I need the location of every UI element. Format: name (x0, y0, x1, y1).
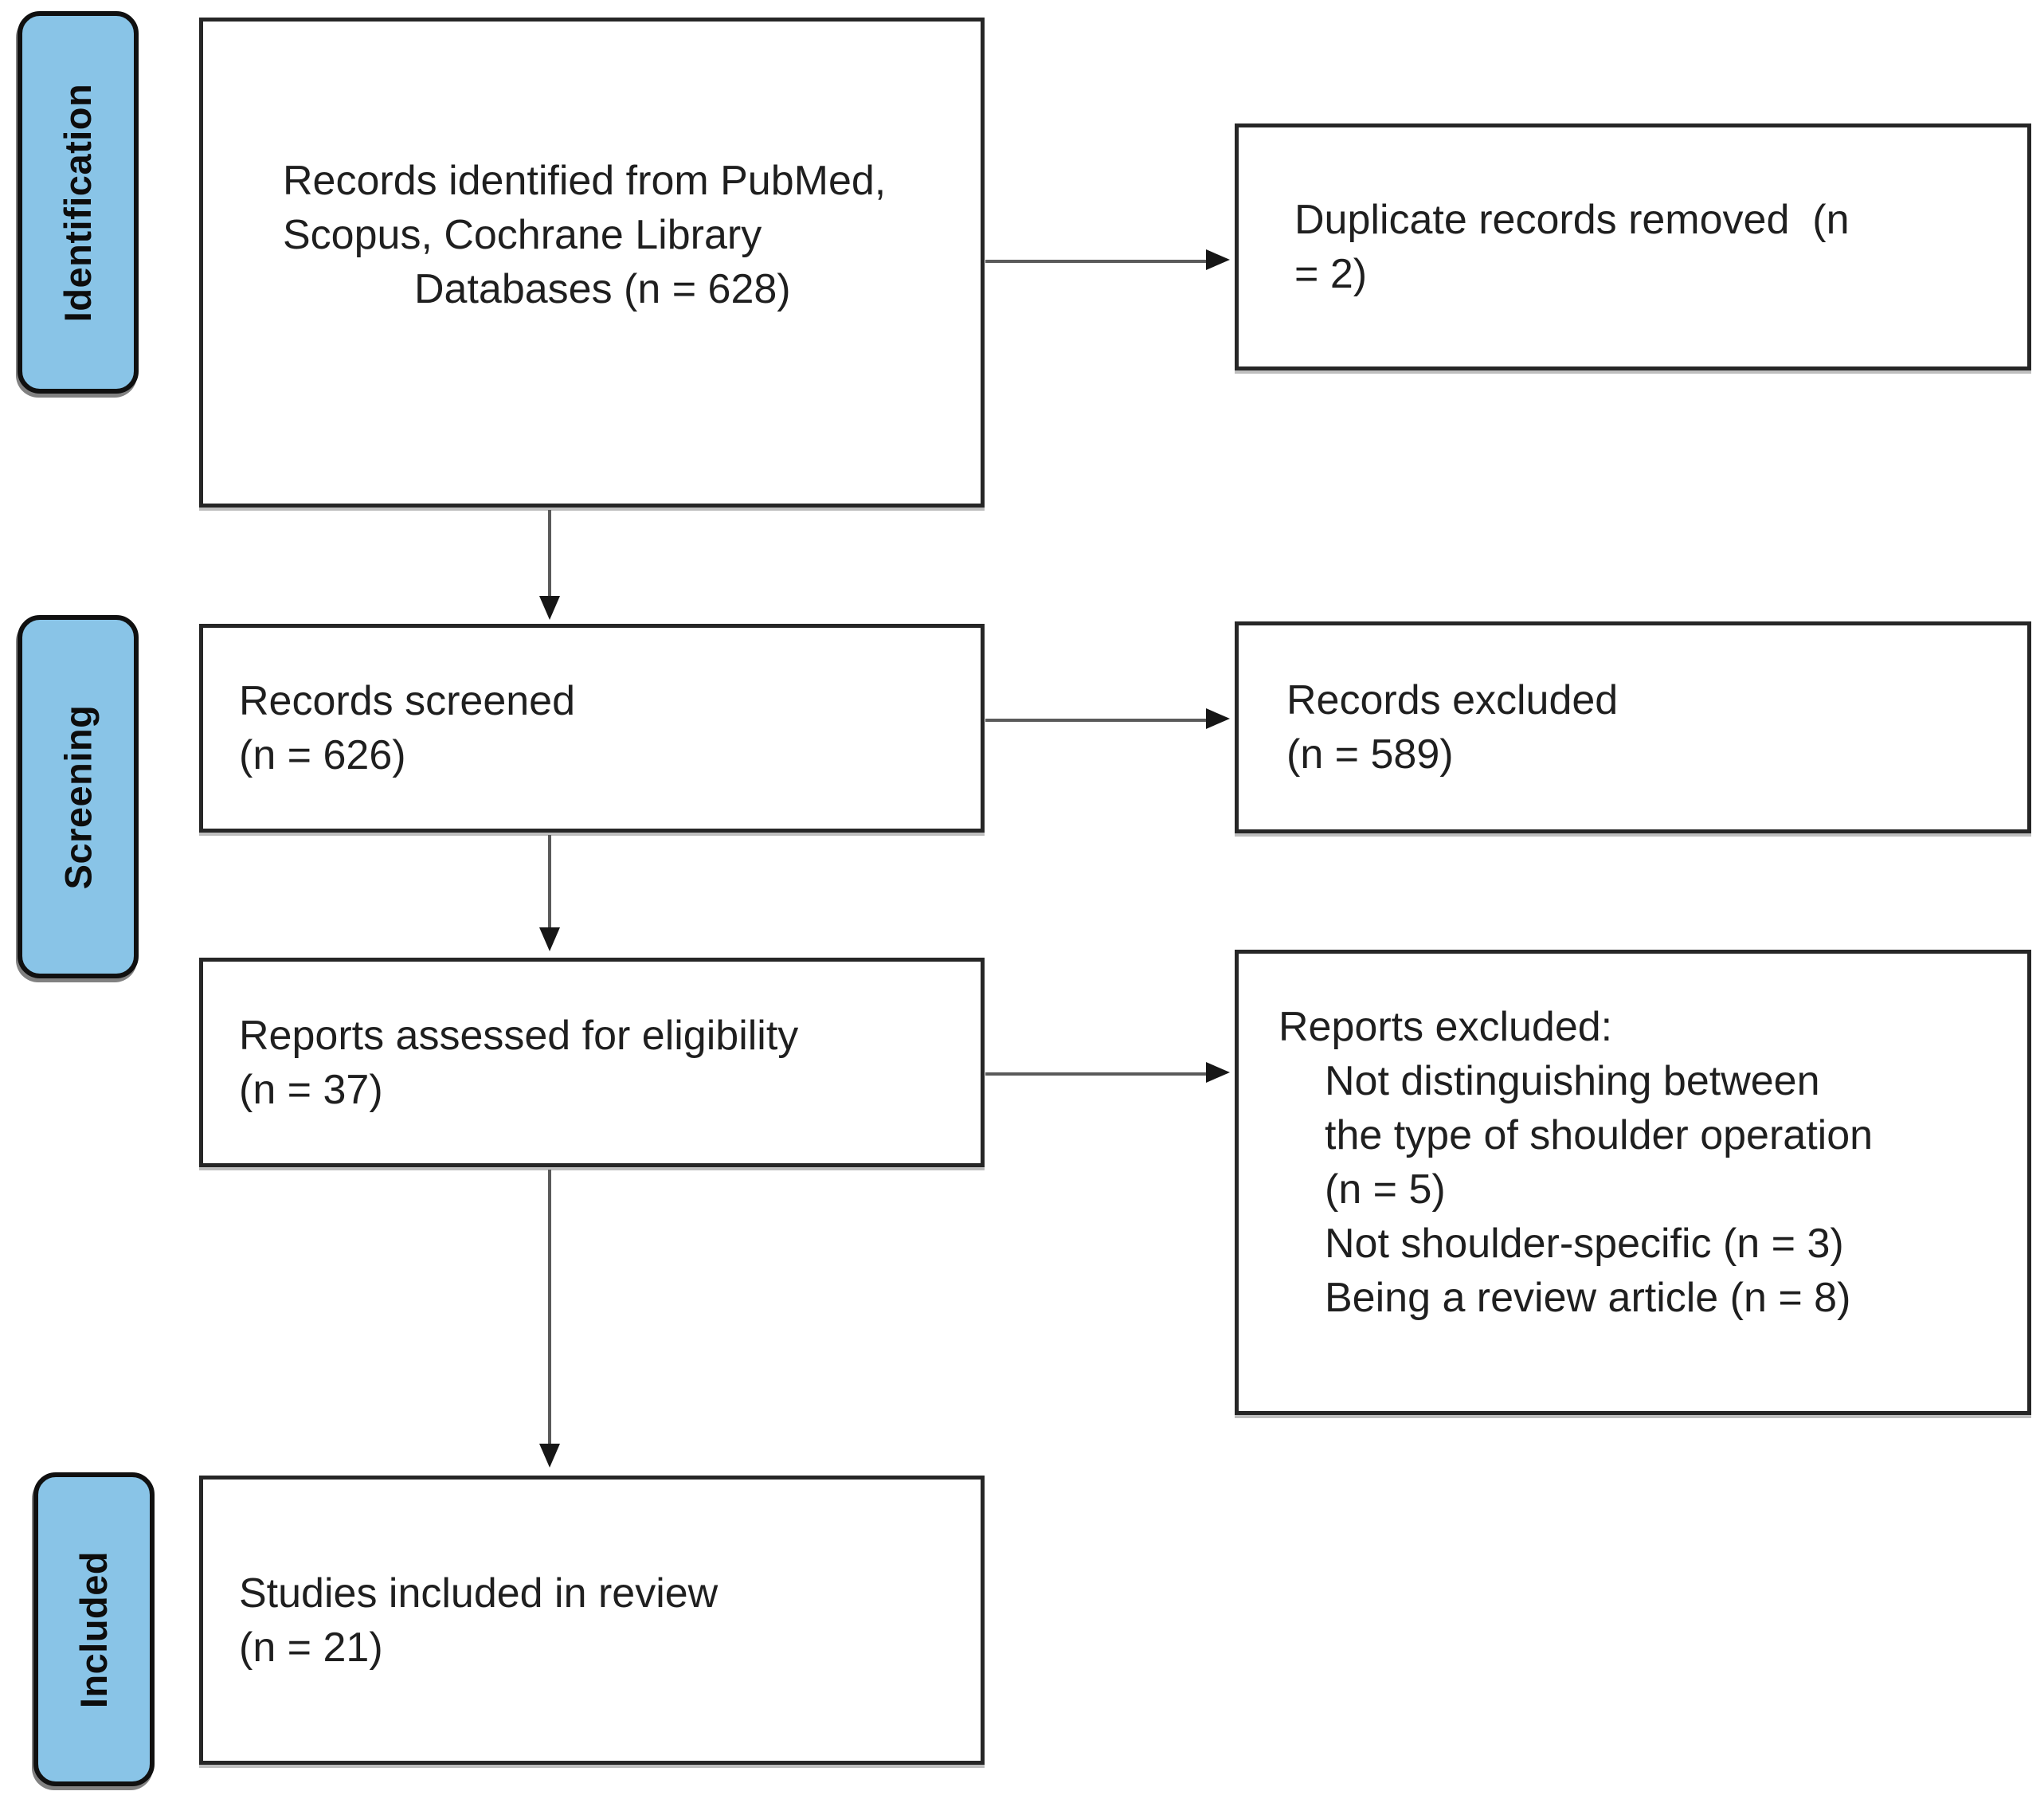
reports-excluded-reason-1: Not distinguishing between the type of s… (1278, 1054, 2027, 1217)
arrow-right-icon (1206, 1062, 1230, 1083)
arrow-down-icon (539, 927, 560, 951)
stage-label-identification-text: Identification (57, 83, 100, 322)
reason-1-line-2: the type of shoulder operation (1325, 1112, 1874, 1158)
reason-3-line-1: Being a review article (n = 8) (1325, 1275, 1851, 1321)
arrow-right-icon (1206, 249, 1230, 270)
stage-label-identification: Identification (18, 11, 139, 394)
records-excluded-count: (n = 589) (1286, 731, 1454, 778)
reports-assessed-box: Reports assessed for eligibility (n = 37… (199, 958, 985, 1167)
records-identified-line-3: Databases (n = 628) (414, 265, 791, 312)
reports-assessed-count: (n = 37) (239, 1066, 383, 1113)
stage-label-included-text: Included (72, 1550, 116, 1708)
records-excluded-line-1: Records excluded (1286, 677, 1619, 723)
stage-label-screening-text: Screening (57, 704, 100, 889)
reports-excluded-header: Reports excluded: (1278, 1004, 1613, 1050)
duplicates-removed-line-2: = 2) (1294, 251, 1368, 297)
reason-2-line-1: Not shoulder-specific (n = 3) (1325, 1221, 1844, 1267)
arrow-screened-to-excluded-line (985, 719, 1208, 722)
stage-label-included: Included (33, 1472, 155, 1786)
arrow-right-icon (1206, 708, 1230, 729)
records-identified-text: Records identified from PubMed, Scopus, … (283, 154, 981, 316)
reports-assessed-line-1: Reports assessed for eligibility (239, 1012, 799, 1059)
arrow-identified-to-screened-line (548, 510, 551, 599)
arrow-down-icon (539, 596, 560, 620)
records-identified-line-1: Records identified from PubMed, (283, 157, 887, 204)
duplicates-removed-box: Duplicate records removed (n = 2) (1235, 123, 2031, 370)
duplicates-removed-line-1: Duplicate records removed (n (1294, 197, 1850, 243)
studies-included-line-1: Studies included in review (239, 1570, 719, 1617)
records-identified-line-2: Scopus, Cochrane Library (283, 211, 762, 258)
reports-excluded-box: Reports excluded: Not distinguishing bet… (1235, 950, 2031, 1415)
records-screened-box: Records screened (n = 626) (199, 624, 985, 833)
reports-excluded-reason-2: Not shoulder-specific (n = 3) (1278, 1217, 2027, 1271)
reports-excluded-reason-3: Being a review article (n = 8) (1278, 1271, 2027, 1325)
records-excluded-box: Records excluded (n = 589) (1235, 621, 2031, 833)
records-screened-line-1: Records screened (239, 678, 575, 724)
arrow-assessed-to-included-line (548, 1170, 551, 1445)
arrow-screened-to-assessed-line (548, 835, 551, 929)
records-screened-count: (n = 626) (239, 732, 406, 778)
arrow-assessed-to-excluded-line (985, 1072, 1208, 1076)
arrow-down-icon (539, 1444, 560, 1468)
stage-label-screening: Screening (18, 615, 139, 978)
studies-included-box: Studies included in review (n = 21) (199, 1476, 985, 1765)
studies-included-count: (n = 21) (239, 1624, 383, 1671)
reason-1-line-1: Not distinguishing between (1325, 1058, 1820, 1104)
arrow-identified-to-duplicates-line (985, 260, 1208, 263)
reason-1-count: (n = 5) (1325, 1166, 1446, 1213)
records-identified-box: Records identified from PubMed, Scopus, … (199, 18, 985, 508)
